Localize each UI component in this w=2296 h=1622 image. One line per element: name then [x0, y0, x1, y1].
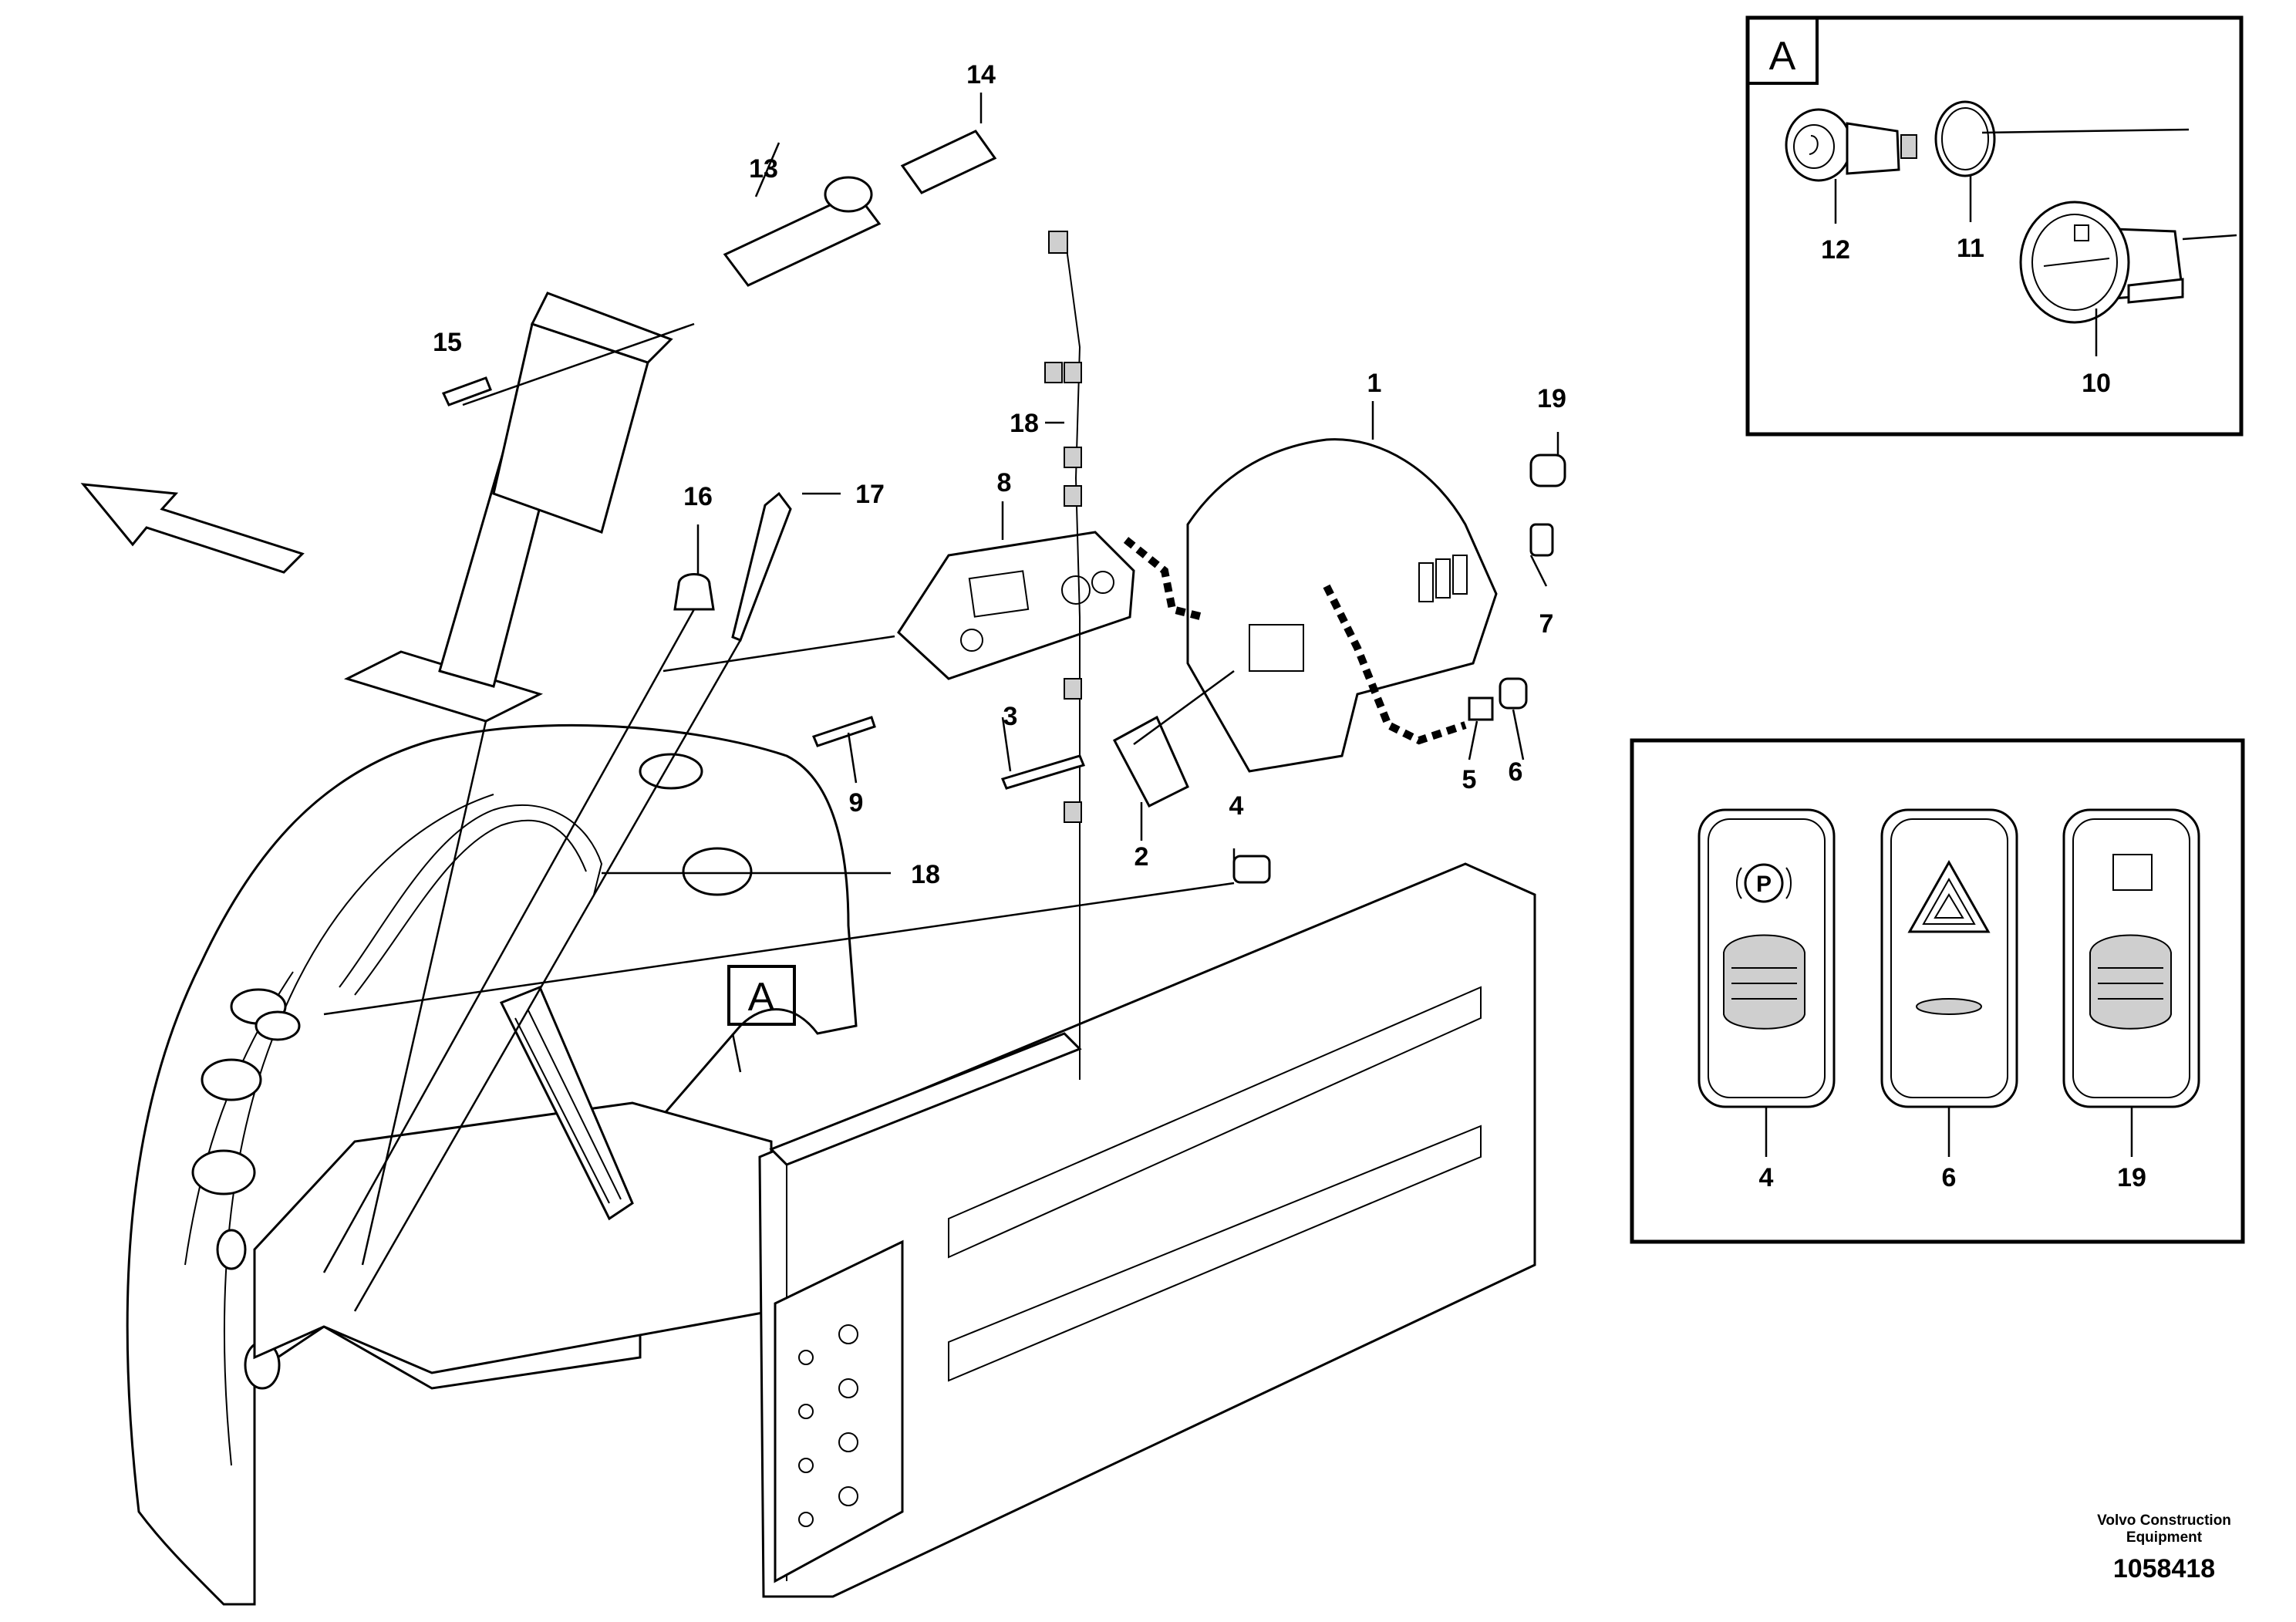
callout-16: 16: [683, 482, 713, 511]
accelerator-pedal: [499, 986, 634, 1221]
lighter-ring: [1934, 100, 1996, 177]
forward-arrow-icon: [80, 483, 305, 574]
side-console-panel: [758, 862, 1536, 1598]
multifunction-lever: [723, 191, 882, 287]
detail-a-label: A: [1769, 34, 1796, 79]
callout-3: 3: [1003, 702, 1018, 731]
detail-a-panel: A 12 11 10: [1745, 15, 2244, 437]
footer: Volvo Construction Equipment 1058418: [2097, 1512, 2231, 1583]
screw-15: [441, 376, 492, 406]
svg-text:P: P: [1756, 872, 1772, 897]
callout-switch-6: 6: [1942, 1163, 1957, 1192]
callout-8: 8: [997, 468, 1012, 497]
detail-marker-a: A: [727, 965, 796, 1026]
connector-5: [1468, 696, 1494, 721]
switch-19: [1529, 454, 1566, 487]
svg-text:A: A: [748, 975, 775, 1020]
screw-9: [811, 716, 876, 747]
callout-6: 6: [1509, 757, 1523, 787]
wiring-harness-loop: [339, 804, 603, 988]
brand-line-1: Volvo Construction: [2097, 1512, 2231, 1529]
parking-brake-icon: [1744, 863, 1784, 903]
switch-7: [1529, 523, 1554, 557]
hour-meter-gauge: [2019, 201, 2184, 324]
switch-4: [1232, 855, 1271, 884]
callout-19: 19: [1537, 384, 1566, 413]
switch-detail-panel: P 4 6 19: [1630, 738, 2245, 1244]
instrument-cluster: [897, 531, 1135, 680]
switch-6: [1499, 677, 1528, 710]
callout-switch-19: 19: [2117, 1163, 2146, 1192]
callout-switch-4: 4: [1759, 1163, 1774, 1192]
callout-1: 1: [1367, 369, 1382, 398]
blank-symbol-icon: [2112, 854, 2153, 891]
callouts: 14 13 15 18 1 19 16 17 8 7 3 9 5 6 4 2 1…: [433, 60, 1566, 889]
callout-13: 13: [749, 154, 778, 184]
leader-lines: [322, 93, 1559, 1312]
callout-7: 7: [1539, 609, 1554, 639]
main-assembly: 14 13 15 18 1 19 16 17 8 7 3 9 5 6 4 2 1…: [80, 60, 1566, 1606]
callout-2: 2: [1135, 842, 1149, 872]
cigarette-lighter: [1785, 108, 1917, 182]
bolt-17: [731, 491, 792, 642]
callout-12: 12: [1821, 235, 1850, 265]
parking-brake-switch: P: [1698, 808, 1836, 1108]
callout-14: 14: [966, 60, 996, 89]
callout-17: 17: [855, 480, 885, 509]
callout-18-top: 18: [1010, 409, 1039, 438]
hazard-switch: [1880, 808, 2018, 1108]
callout-9: 9: [849, 788, 864, 818]
screw-3: [1000, 754, 1086, 790]
callout-18-bottom: 18: [911, 860, 940, 889]
wiring-harness-vertical: [1064, 231, 1081, 1080]
clip-16: [673, 573, 715, 611]
blank-switch: [2062, 808, 2200, 1108]
brand-line-2: Equipment: [2126, 1529, 2203, 1546]
callout-5: 5: [1462, 765, 1477, 794]
keypad: [1112, 715, 1189, 808]
callout-11: 11: [1957, 234, 1984, 263]
callout-4: 4: [1229, 791, 1244, 821]
document-number: 1058418: [2113, 1554, 2215, 1583]
callout-15: 15: [433, 328, 462, 357]
dashboard-cover: [1186, 438, 1498, 773]
callout-10: 10: [2082, 369, 2111, 398]
